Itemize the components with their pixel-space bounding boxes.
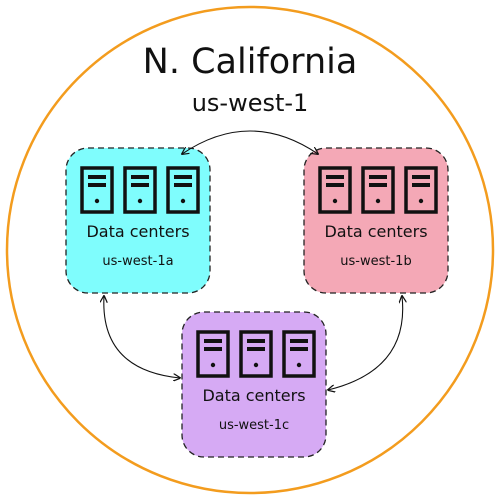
connection-1a-1c <box>104 296 180 378</box>
zone-code-us-west-1a: us-west-1a <box>102 254 174 269</box>
server-group-us-west-1a <box>80 166 200 214</box>
server-icon <box>80 166 114 214</box>
server-icon <box>239 330 273 378</box>
connection-1b-1c <box>328 296 403 390</box>
server-icon <box>196 330 230 378</box>
server-icon <box>318 166 352 214</box>
zone-code-us-west-1b: us-west-1b <box>340 254 412 269</box>
region-name: N. California <box>142 42 358 82</box>
zone-label-us-west-1a: Data centers <box>86 222 190 241</box>
server-icon <box>361 166 395 214</box>
server-group-us-west-1c <box>196 330 316 378</box>
server-icon <box>166 166 200 214</box>
zone-code-us-west-1c: us-west-1c <box>218 418 290 433</box>
zone-label-us-west-1c: Data centers <box>202 386 306 405</box>
connection-1a-1b <box>182 130 318 154</box>
server-icon <box>123 166 157 214</box>
server-icon <box>404 166 438 214</box>
zone-label-us-west-1b: Data centers <box>324 222 428 241</box>
server-group-us-west-1b <box>318 166 438 214</box>
server-icon <box>282 330 316 378</box>
region-code: us-west-1 <box>191 89 309 117</box>
